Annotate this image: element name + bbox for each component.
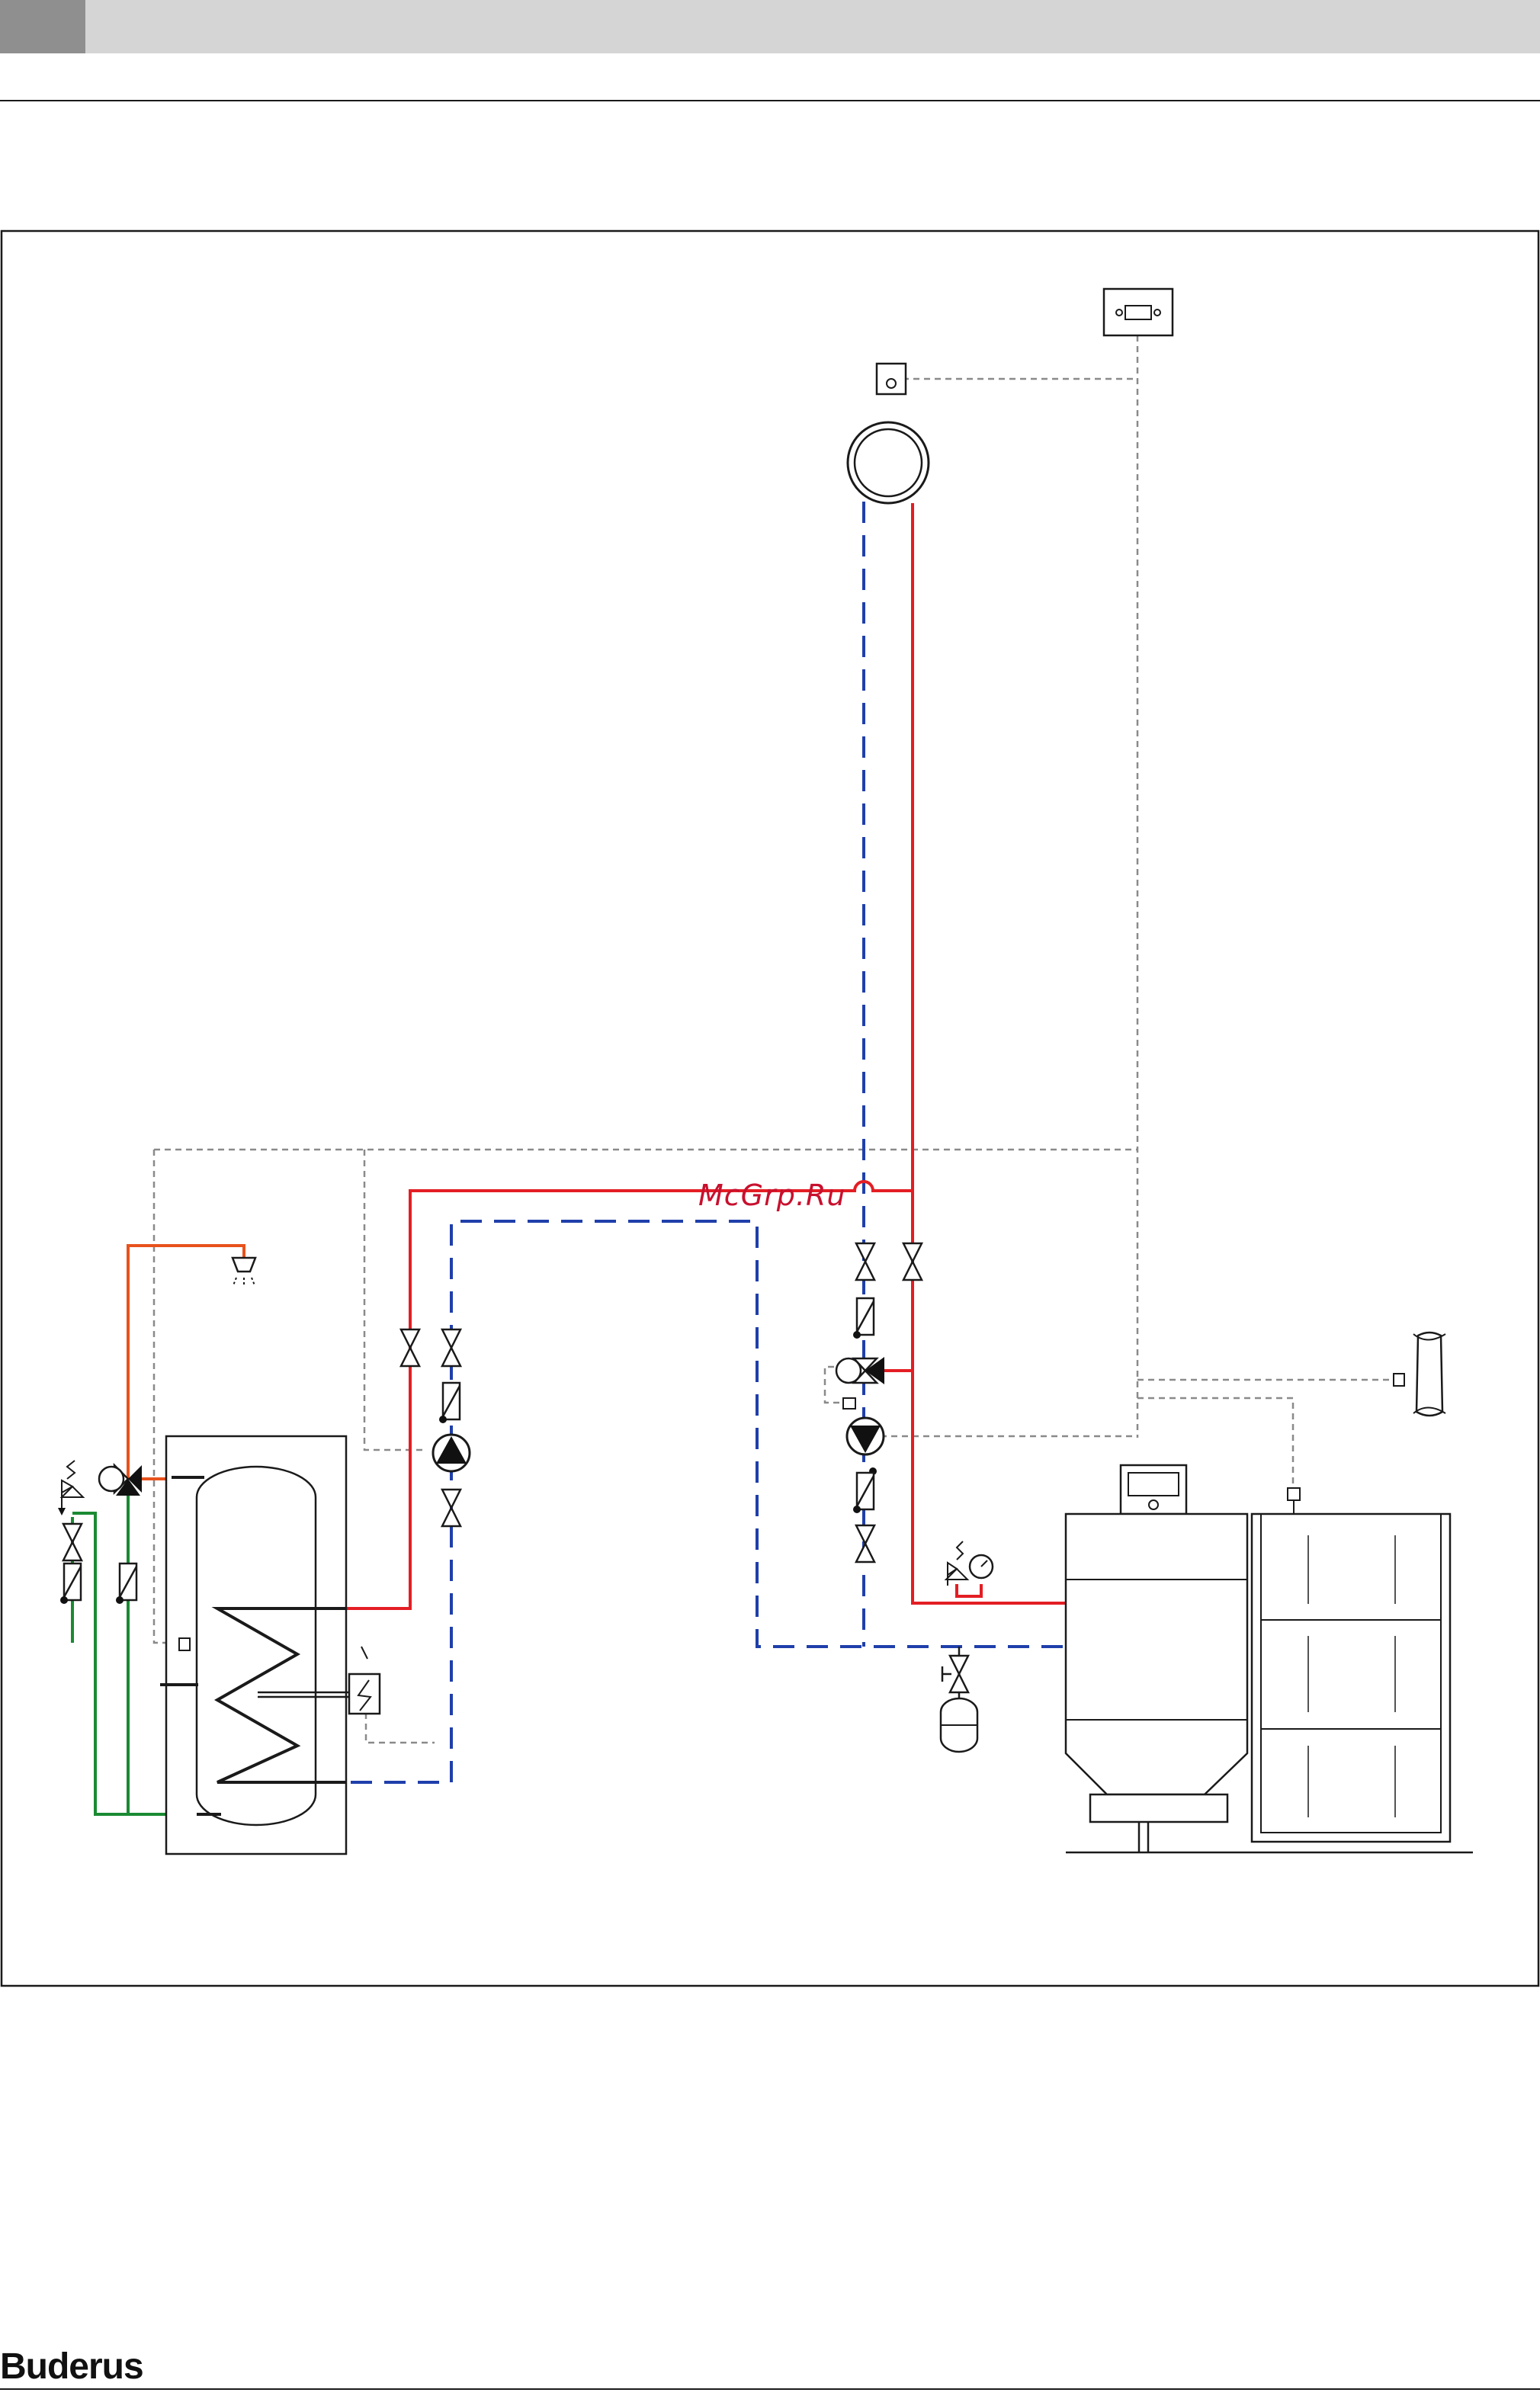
outdoor-temperature-sensor (1394, 1333, 1445, 1416)
shower-outlet (233, 1258, 255, 1285)
footer-rule (0, 2388, 1540, 2390)
boiler-safety-group (946, 1541, 993, 1586)
heating-mixing-valve (836, 1357, 884, 1409)
dhw-mixing-valve (99, 1465, 142, 1496)
heating-circuit-group (836, 1243, 922, 1562)
room-temperature-sensor (877, 364, 906, 394)
heating-circuit (848, 422, 929, 503)
watermark: McGrp.Ru (698, 1179, 845, 1212)
pellet-boiler (1066, 1465, 1247, 1852)
dhw-cylinder (160, 1436, 346, 1854)
brand-logo: Buderus (0, 2346, 143, 2388)
remote-control-unit (1104, 289, 1173, 335)
expansion-vessel (941, 1647, 977, 1752)
pellet-hopper (1252, 1488, 1450, 1842)
